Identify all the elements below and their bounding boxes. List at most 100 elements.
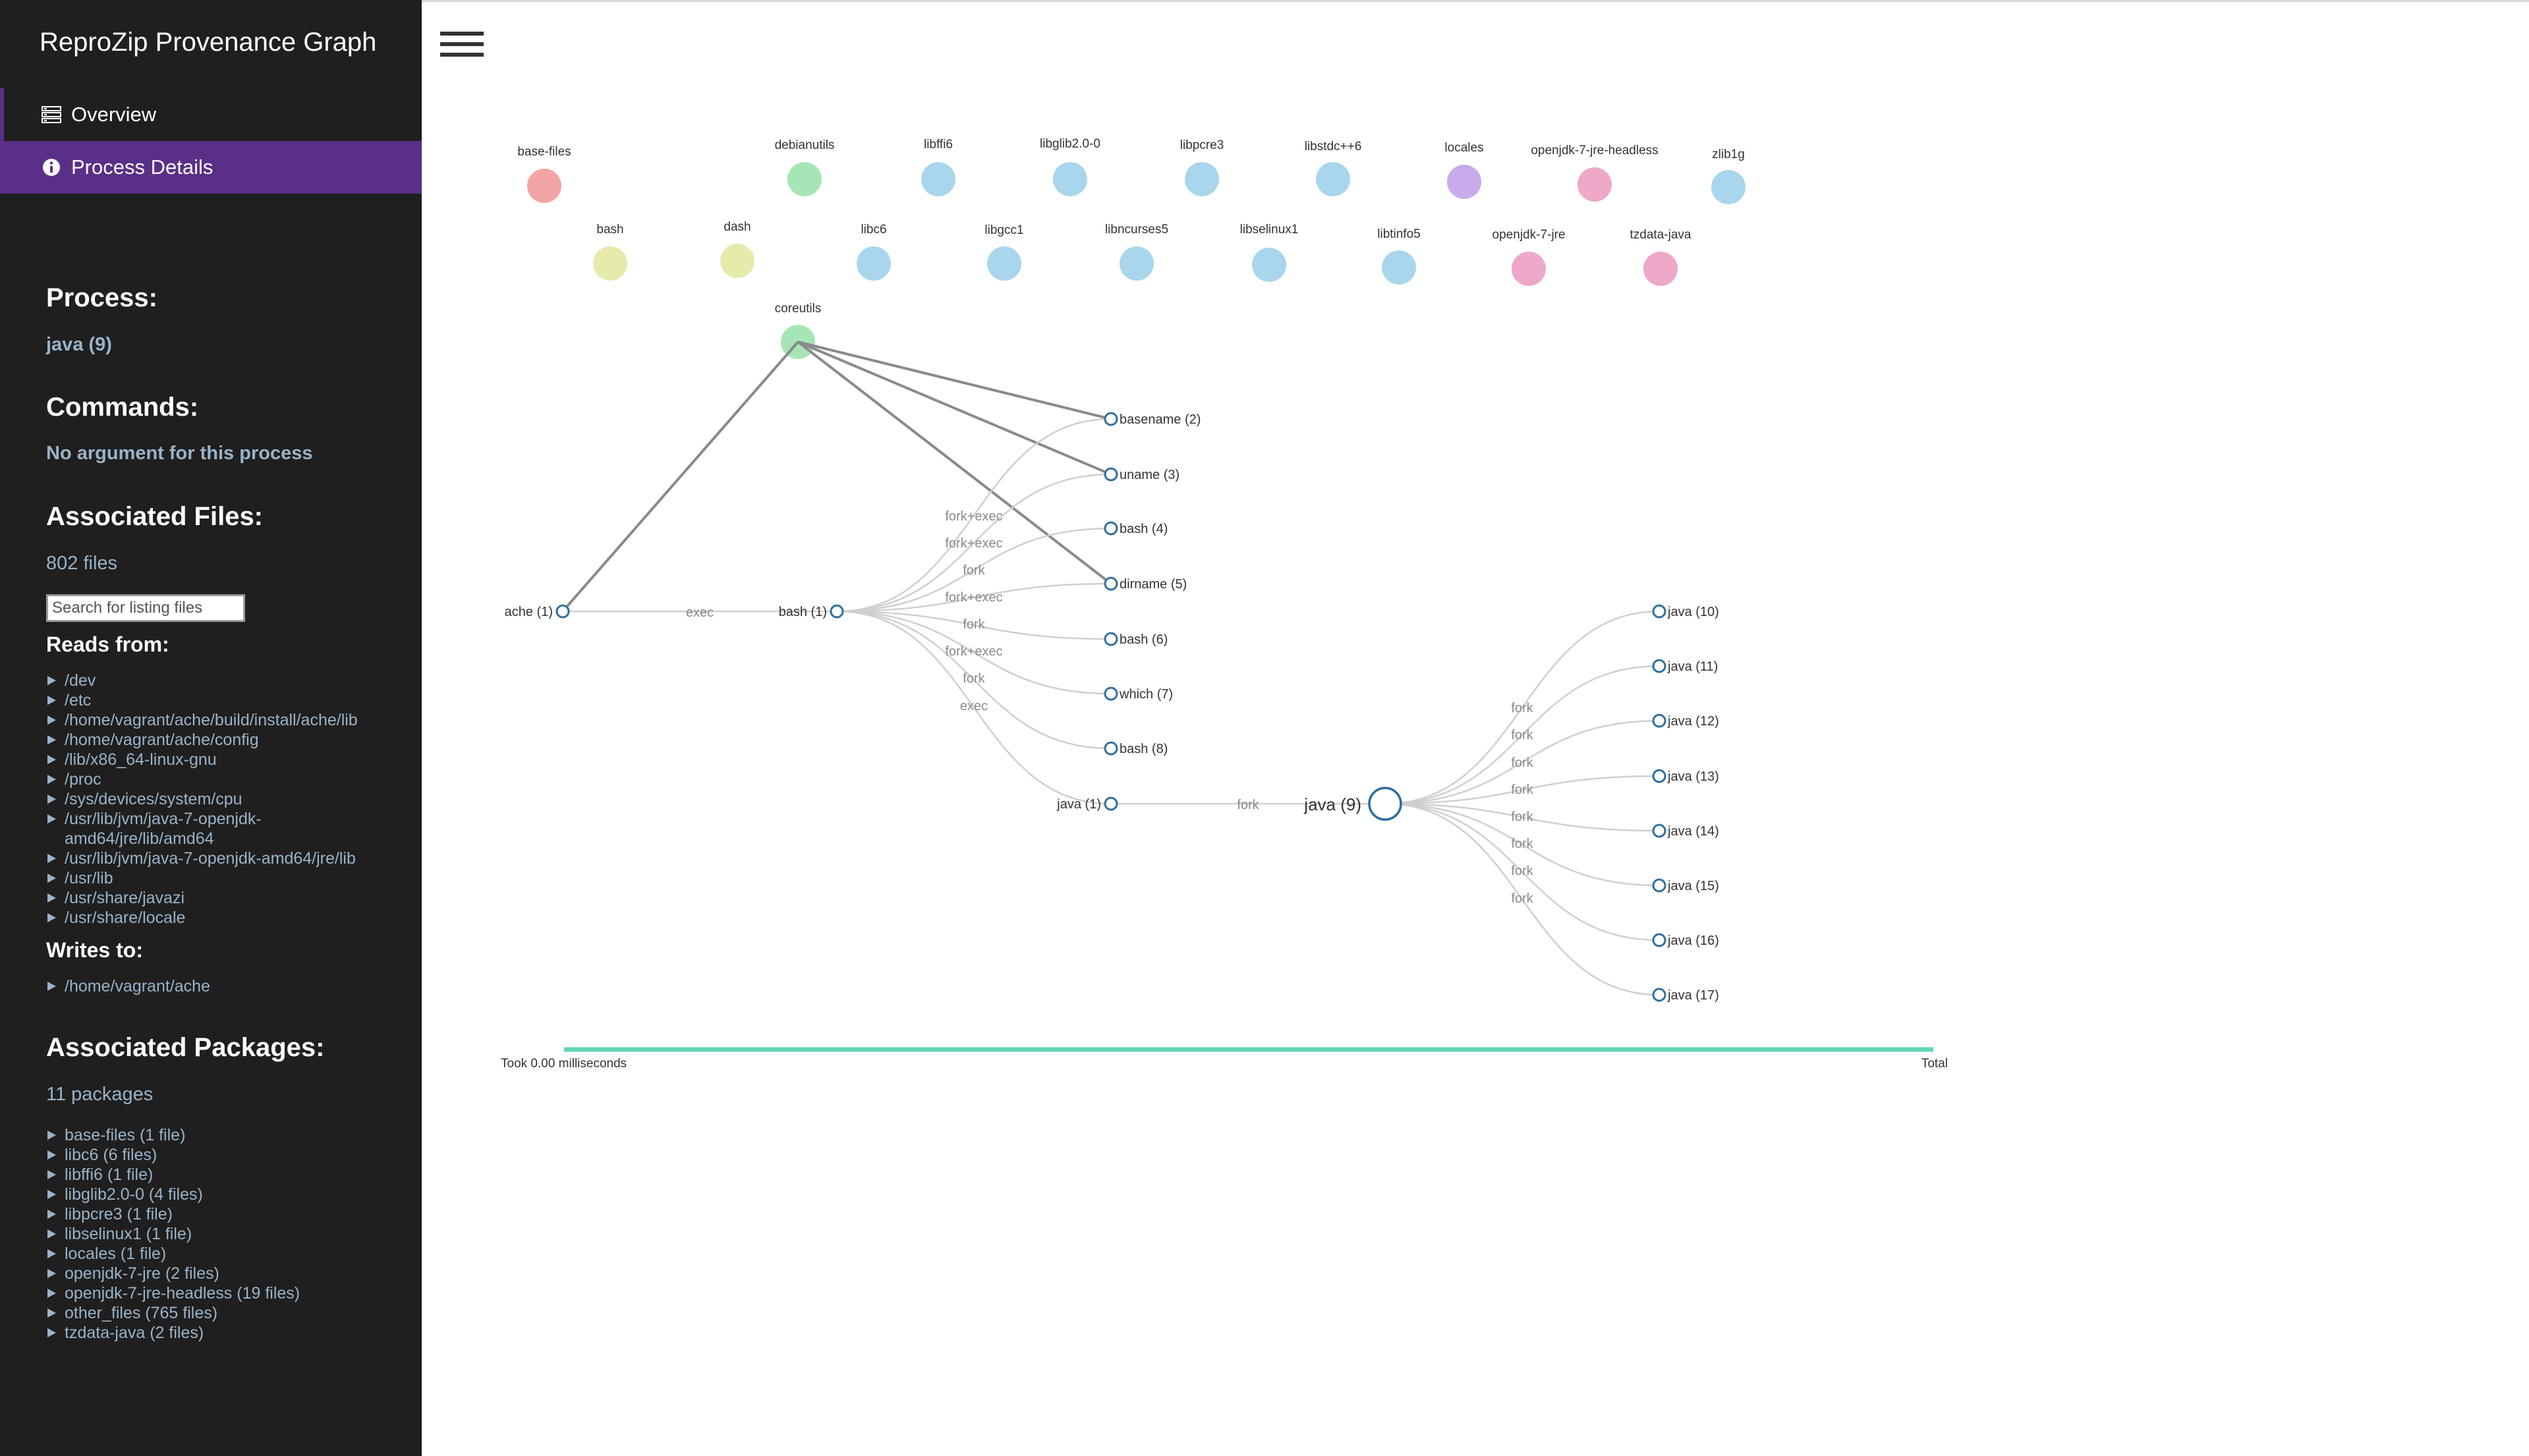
package-node[interactable] — [720, 244, 754, 278]
package-node[interactable] — [921, 162, 955, 196]
process-node[interactable] — [1104, 412, 1118, 426]
tree-item[interactable]: /dev — [46, 671, 389, 690]
package-node[interactable] — [1185, 162, 1219, 196]
package-label: libtinfo5 — [1377, 227, 1421, 241]
writes-list: /home/vagrant/ache — [46, 976, 389, 996]
process-node[interactable] — [830, 604, 844, 619]
process-edge — [1384, 802, 1660, 941]
app-title[interactable]: ReproZip Provenance Graph — [40, 28, 377, 57]
package-node[interactable] — [1447, 165, 1481, 199]
hamburger-menu-icon[interactable] — [440, 32, 484, 66]
process-node[interactable] — [1652, 878, 1666, 893]
process-node[interactable] — [1652, 988, 1666, 1002]
tree-item[interactable]: /usr/lib — [46, 868, 389, 888]
package-node[interactable] — [1252, 248, 1286, 282]
process-label: java (12) — [1667, 714, 1719, 729]
tree-item[interactable]: /usr/lib/jvm/java-7-openjdk-amd64/jre/li… — [46, 809, 389, 849]
process-node[interactable] — [1104, 521, 1118, 536]
process-node[interactable] — [555, 604, 570, 619]
tree-item[interactable]: locales (1 file) — [46, 1244, 389, 1264]
package-node[interactable] — [787, 162, 822, 196]
process-label: bash (4) — [1120, 522, 1168, 536]
process-node[interactable] — [1368, 787, 1402, 821]
files-heading: Associated Files: — [46, 502, 264, 531]
package-node[interactable] — [1577, 167, 1612, 202]
tree-item[interactable]: /usr/lib/jvm/java-7-openjdk-amd64/jre/li… — [46, 849, 389, 868]
writes-heading: Writes to: — [46, 938, 143, 962]
tree-item[interactable]: /lib/x86_64-linux-gnu — [46, 750, 389, 770]
nav-overview[interactable]: Overview — [0, 88, 422, 141]
process-node[interactable] — [1104, 797, 1118, 811]
process-node[interactable] — [1652, 604, 1666, 619]
package-label: coreutils — [775, 302, 822, 316]
package-node[interactable] — [1711, 170, 1746, 204]
process-label: uname (3) — [1120, 468, 1179, 482]
process-edge — [836, 418, 1112, 613]
package-label: libpcre3 — [1180, 138, 1224, 152]
process-node[interactable] — [1652, 714, 1666, 728]
files-count[interactable]: 802 files — [46, 553, 118, 574]
package-edge — [797, 341, 1112, 420]
process-node[interactable] — [1104, 576, 1118, 591]
tree-item[interactable]: /etc — [46, 690, 389, 710]
edge-label: fork — [963, 617, 985, 632]
process-node[interactable] — [1652, 769, 1666, 783]
process-edge — [1384, 802, 1660, 996]
edge-label: fork+exec — [945, 509, 1002, 524]
tree-item[interactable]: /usr/share/locale — [46, 908, 389, 928]
process-edge — [1384, 719, 1660, 805]
tree-item[interactable]: libpcre3 (1 file) — [46, 1204, 389, 1224]
package-node[interactable] — [1120, 246, 1154, 281]
timeline-end-label: Total — [1921, 1057, 1948, 1071]
edge-label: fork — [1511, 756, 1533, 770]
package-label: base-files — [517, 145, 571, 159]
package-node[interactable] — [527, 169, 561, 203]
package-node[interactable] — [857, 246, 891, 281]
tree-item[interactable]: openjdk-7-jre (2 files) — [46, 1264, 389, 1283]
process-edge — [836, 473, 1112, 613]
tree-item[interactable]: openjdk-7-jre-headless (19 files) — [46, 1283, 389, 1303]
nav-overview-label: Overview — [71, 103, 157, 126]
tree-item[interactable]: /home/vagrant/ache/build/install/ache/li… — [46, 710, 389, 730]
process-node[interactable] — [1652, 659, 1666, 673]
tree-item[interactable]: /proc — [46, 770, 389, 789]
package-node[interactable] — [593, 246, 627, 281]
tree-item[interactable]: libglib2.0-0 (4 files) — [46, 1185, 389, 1204]
nav-process-details[interactable]: Process Details — [0, 141, 422, 194]
tree-item[interactable]: other_files (765 files) — [46, 1303, 389, 1323]
process-node[interactable] — [1104, 632, 1118, 646]
package-node[interactable] — [987, 246, 1021, 281]
search-files-input[interactable] — [46, 594, 245, 622]
package-node[interactable] — [1316, 162, 1350, 196]
tree-item[interactable]: libselinux1 (1 file) — [46, 1224, 389, 1244]
process-label: java (11) — [1667, 659, 1718, 674]
tree-item[interactable]: /usr/share/javazi — [46, 888, 389, 908]
package-node[interactable] — [1382, 250, 1416, 285]
process-edge — [836, 610, 1112, 750]
process-edge — [836, 610, 1112, 640]
tree-item[interactable]: /sys/devices/system/cpu — [46, 789, 389, 809]
process-node[interactable] — [1652, 933, 1666, 947]
edge-label: fork — [1511, 837, 1533, 851]
process-label: ache (1) — [505, 605, 553, 619]
tree-item[interactable]: libc6 (6 files) — [46, 1145, 389, 1165]
process-edge — [1384, 802, 1660, 887]
tree-item[interactable]: base-files (1 file) — [46, 1125, 389, 1145]
process-label: bash (6) — [1120, 632, 1168, 647]
packages-count[interactable]: 11 packages — [46, 1084, 154, 1105]
tree-item[interactable]: /home/vagrant/ache — [46, 976, 389, 996]
tree-item[interactable]: /home/vagrant/ache/config — [46, 730, 389, 750]
process-node[interactable] — [1104, 467, 1118, 482]
process-label: basename (2) — [1120, 412, 1201, 427]
process-node[interactable] — [1104, 741, 1118, 756]
process-node[interactable] — [1104, 686, 1118, 701]
package-node[interactable] — [1512, 252, 1546, 286]
tree-item[interactable]: libffi6 (1 file) — [46, 1165, 389, 1185]
edge-label: fork — [963, 671, 985, 686]
package-node[interactable] — [1643, 252, 1678, 286]
tree-item[interactable]: tzdata-java (2 files) — [46, 1323, 389, 1343]
process-node[interactable] — [1652, 824, 1666, 838]
list-icon — [41, 104, 62, 125]
package-node[interactable] — [1053, 162, 1087, 196]
process-edge — [836, 610, 1112, 805]
